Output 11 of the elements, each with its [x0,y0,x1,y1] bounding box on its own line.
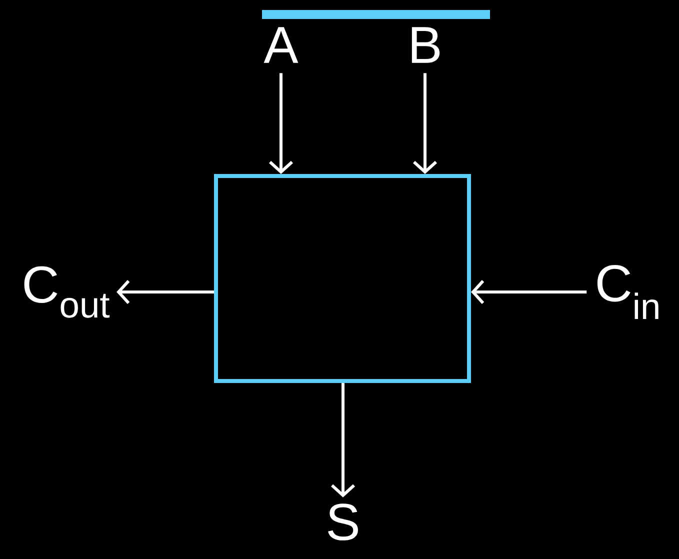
output-label: C$_{out}$ [24,266,110,318]
input-label: B [412,27,440,63]
arrow [269,73,294,174]
block-box [214,174,471,383]
input-label: C$_{in}$ [597,264,658,320]
arrow [413,73,438,174]
arrow [331,383,356,498]
arrow [471,280,587,304]
arrow [116,280,214,304]
input-label: A [264,27,298,63]
output-label: S [328,504,358,540]
